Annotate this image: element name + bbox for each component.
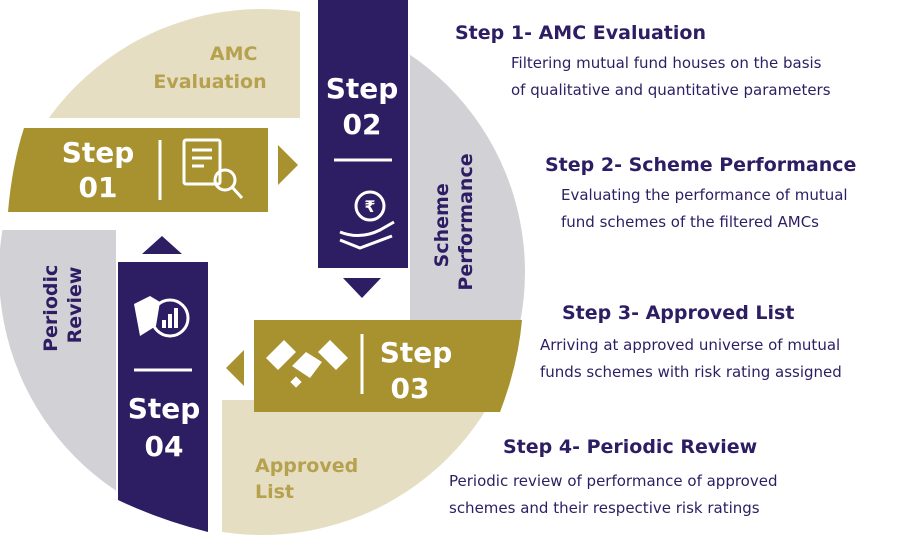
step-02-number: 02 xyxy=(343,108,382,141)
step-2-title: Step 2- Scheme Performance xyxy=(545,154,857,176)
hand-chart-icon xyxy=(134,296,190,338)
step-3-text-line-1: Arriving at approved universe of mutual xyxy=(540,336,841,354)
step-3-description: Step 3- Approved List Arriving at approv… xyxy=(540,302,842,386)
step-03-band: Step 03 xyxy=(254,320,522,412)
step-4-text-line-1: Periodic review of performance of approv… xyxy=(449,472,778,490)
step-02-word: Step xyxy=(326,72,399,105)
step-02-band: Step 02 ₹ xyxy=(318,0,408,268)
handshake-icon xyxy=(266,340,348,388)
step-01-word: Step xyxy=(62,136,135,169)
step-4-description: Step 4- Periodic Review Periodic review … xyxy=(449,436,778,522)
step-1-description: Step 1- AMC Evaluation Filtering mutual … xyxy=(455,22,831,104)
step-1-title: Step 1- AMC Evaluation xyxy=(455,22,706,44)
step-04-word: Step xyxy=(128,392,201,425)
arrow-down xyxy=(343,278,381,298)
step-4-text-line-2: schemes and their respective risk rating… xyxy=(449,499,760,517)
approved-list-label: Approved List xyxy=(255,455,365,503)
arrow-left xyxy=(226,350,244,386)
periodic-review-label: Periodic Review xyxy=(40,258,86,352)
step-03-number: 03 xyxy=(391,372,430,405)
step-04-band: Step 04 xyxy=(118,262,208,532)
step-2-text-line-1: Evaluating the performance of mutual xyxy=(561,186,848,204)
step-3-text-line-2: funds schemes with risk rating assigned xyxy=(540,363,842,381)
step-1-text-line-1: Filtering mutual fund houses on the basi… xyxy=(511,54,822,72)
step-04-number: 04 xyxy=(145,430,184,463)
step-2-description: Step 2- Scheme Performance Evaluating th… xyxy=(545,154,856,236)
arrow-up xyxy=(142,236,182,254)
step-3-title: Step 3- Approved List xyxy=(562,302,795,324)
svg-text:₹: ₹ xyxy=(364,197,375,216)
step-1-text-line-2: of qualitative and quantitative paramete… xyxy=(511,81,831,99)
scheme-performance-label: Scheme Performance xyxy=(431,153,477,290)
document-search-icon xyxy=(182,138,244,200)
arrow-right xyxy=(278,145,298,185)
rupee-coin-hand-icon xyxy=(339,190,395,250)
step-4-title: Step 4- Periodic Review xyxy=(503,436,758,458)
step-2-text-line-2: fund schemes of the filtered AMCs xyxy=(561,213,819,231)
step-01-band: Step 01 xyxy=(8,128,268,212)
step-03-word: Step xyxy=(380,336,453,369)
amc-evaluation-label: AMC Evaluation xyxy=(153,43,266,93)
step-01-number: 01 xyxy=(79,171,118,204)
